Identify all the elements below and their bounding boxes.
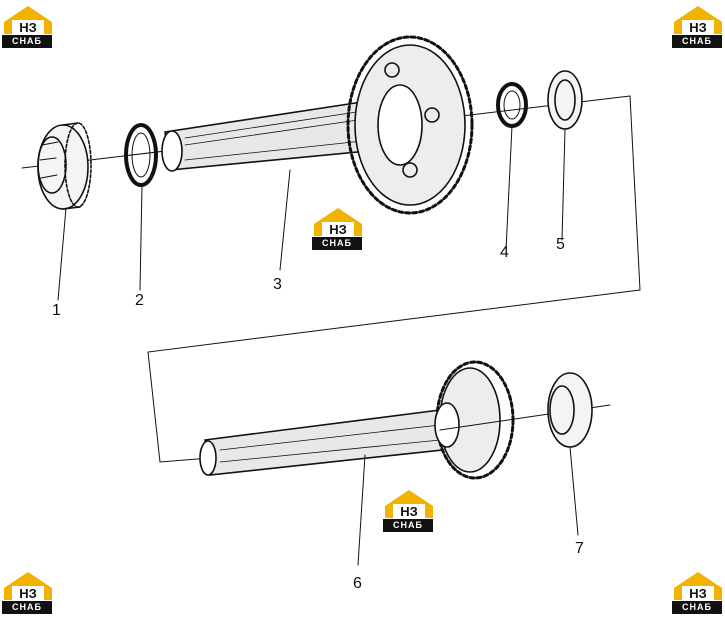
callout-6: 6 xyxy=(353,575,362,592)
seal-ring-part-2 xyxy=(124,123,158,187)
bearing-part-1 xyxy=(37,122,92,210)
logo-word: СНАБ xyxy=(312,237,362,250)
logo-mark: НЗ xyxy=(689,586,707,601)
logo-word: СНАБ xyxy=(2,601,52,614)
logo-house-icon: НЗ xyxy=(4,572,52,601)
callout-3: 3 xyxy=(273,276,282,293)
gear-shaft-part-6 xyxy=(199,360,515,566)
assembly-connector-frame xyxy=(147,95,641,463)
callout-1: 1 xyxy=(52,302,61,319)
logo-mark: НЗ xyxy=(19,20,37,35)
logo-mark: НЗ xyxy=(400,504,418,519)
logo-house-icon: НЗ xyxy=(385,490,433,519)
logo-word: СНАБ xyxy=(672,601,722,614)
logo-house-icon: НЗ xyxy=(674,6,722,35)
callout-2: 2 xyxy=(135,292,144,309)
bearing-part-7 xyxy=(547,372,593,536)
logo-house-icon: НЗ xyxy=(674,572,722,601)
callout-7: 7 xyxy=(575,540,584,557)
logo-mark: НЗ xyxy=(329,222,347,237)
gear-shaft-part-3 xyxy=(161,35,474,271)
logo-word: СНАБ xyxy=(2,35,52,48)
logo-center-lower: НЗ СНАБ xyxy=(383,488,435,532)
bearing-part-5 xyxy=(547,70,583,241)
callout-4: 4 xyxy=(500,244,509,261)
logo-top-left: НЗ СНАБ xyxy=(2,4,54,48)
logo-house-icon: НЗ xyxy=(314,208,362,237)
logo-word: СНАБ xyxy=(672,35,722,48)
logo-bottom-left: НЗ СНАБ xyxy=(2,570,54,614)
logo-top-right: НЗ СНАБ xyxy=(672,4,724,48)
callout-5: 5 xyxy=(556,236,565,253)
logo-mark: НЗ xyxy=(689,20,707,35)
logo-mark: НЗ xyxy=(19,586,37,601)
snap-ring-part-4 xyxy=(496,82,528,251)
logo-house-icon: НЗ xyxy=(4,6,52,35)
logo-word: СНАБ xyxy=(383,519,433,532)
logo-center-upper: НЗ СНАБ xyxy=(312,206,364,250)
logo-bottom-right: НЗ СНАБ xyxy=(672,570,724,614)
